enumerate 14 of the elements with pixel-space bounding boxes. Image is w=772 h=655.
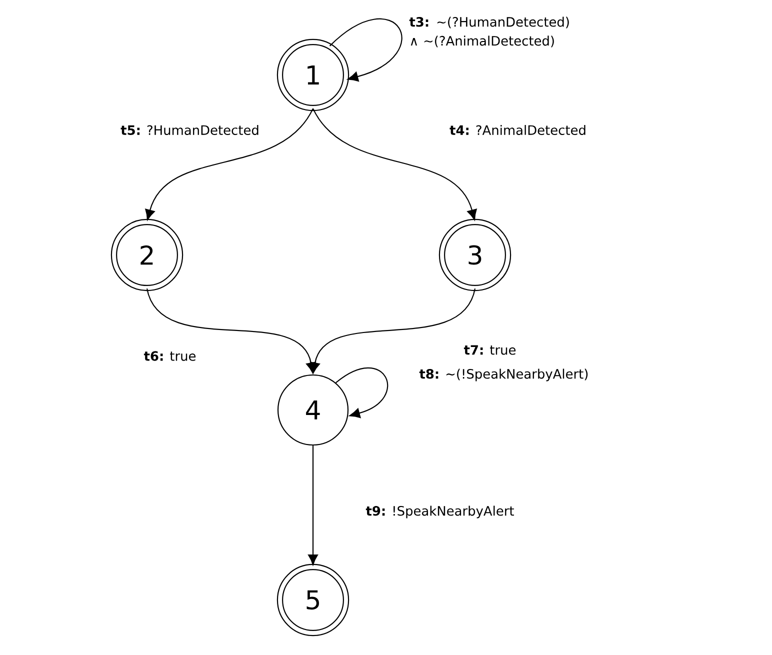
edge-label: t7: true xyxy=(464,345,516,355)
edge-label: t4: ?AnimalDetected xyxy=(450,124,586,136)
edge-label: t3: ~(?HumanDetected) ∧ ~(?AnimalDetected) xyxy=(409,16,569,48)
arrow xyxy=(145,108,314,220)
arrow xyxy=(146,288,316,374)
arrow xyxy=(308,446,318,566)
loop-arrow xyxy=(336,367,388,418)
edge-label: t8: ~(!SpeakNearbyAlert) xyxy=(419,368,588,382)
edge-label: t9: !SpeakNearbyAlert xyxy=(366,506,514,518)
edge-label: t5: ?HumanDetected xyxy=(120,124,258,136)
arrow xyxy=(312,108,477,220)
edge-label: t6: true xyxy=(144,351,196,361)
arrow xyxy=(310,288,476,374)
loop-arrow xyxy=(329,18,402,82)
